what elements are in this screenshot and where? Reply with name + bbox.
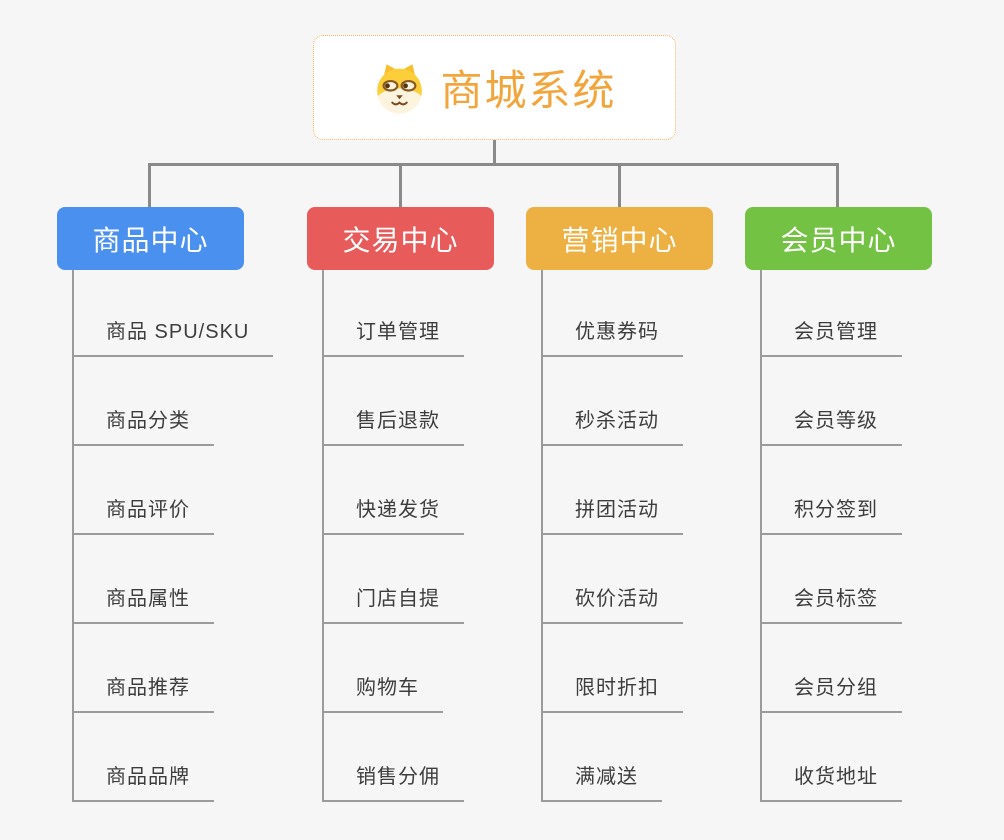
child-node-product-category[interactable]: 商品分类 [72, 408, 214, 446]
child-node-order-management[interactable]: 订单管理 [322, 319, 464, 357]
child-node-product-attribute[interactable]: 商品属性 [72, 586, 214, 624]
doge-icon [377, 64, 423, 114]
connector-horizontal-bus [148, 163, 839, 166]
child-node-full-reduction[interactable]: 满减送 [541, 764, 662, 802]
child-node-bargain-activity[interactable]: 砍价活动 [541, 586, 683, 624]
branch-node-products[interactable]: 商品中心 [57, 207, 244, 270]
child-node-coupon-codes[interactable]: 优惠券码 [541, 319, 683, 357]
trunk-products [72, 270, 74, 801]
child-node-store-pickup[interactable]: 门店自提 [322, 586, 464, 624]
connector-root-stem [493, 140, 496, 164]
connector-drop-trade [399, 163, 402, 207]
child-node-shopping-cart[interactable]: 购物车 [322, 675, 443, 713]
child-node-member-tags[interactable]: 会员标签 [760, 586, 902, 624]
root-label: 商城系统 [440, 67, 617, 114]
branch-node-trade[interactable]: 交易中心 [307, 207, 494, 270]
child-node-product-recommend[interactable]: 商品推荐 [72, 675, 214, 713]
branch-node-marketing[interactable]: 营销中心 [526, 207, 713, 270]
child-node-sales-commission[interactable]: 销售分佣 [322, 764, 464, 802]
child-node-flash-sale[interactable]: 秒杀活动 [541, 408, 683, 446]
child-node-limited-time-discount[interactable]: 限时折扣 [541, 675, 683, 713]
child-node-product-review[interactable]: 商品评价 [72, 497, 214, 535]
child-node-points-checkin[interactable]: 积分签到 [760, 497, 902, 535]
connector-drop-marketing [618, 163, 621, 207]
trunk-members [760, 270, 762, 801]
child-node-group-buy[interactable]: 拼团活动 [541, 497, 683, 535]
child-node-shipping-address[interactable]: 收货地址 [760, 764, 902, 802]
child-node-product-brand[interactable]: 商品品牌 [72, 764, 214, 802]
child-node-member-groups[interactable]: 会员分组 [760, 675, 902, 713]
child-node-aftersale-refund[interactable]: 售后退款 [322, 408, 464, 446]
trunk-marketing [541, 270, 543, 801]
trunk-trade [322, 270, 324, 801]
child-node-product-spu-sku[interactable]: 商品 SPU/SKU [72, 319, 274, 357]
connector-drop-products [148, 163, 151, 207]
child-node-member-level[interactable]: 会员等级 [760, 408, 902, 446]
child-node-member-management[interactable]: 会员管理 [760, 319, 902, 357]
child-node-express-delivery[interactable]: 快递发货 [322, 497, 464, 535]
connector-drop-members [836, 163, 839, 207]
root-node[interactable]: 商城系统 [313, 35, 676, 140]
branch-node-members[interactable]: 会员中心 [745, 207, 932, 270]
